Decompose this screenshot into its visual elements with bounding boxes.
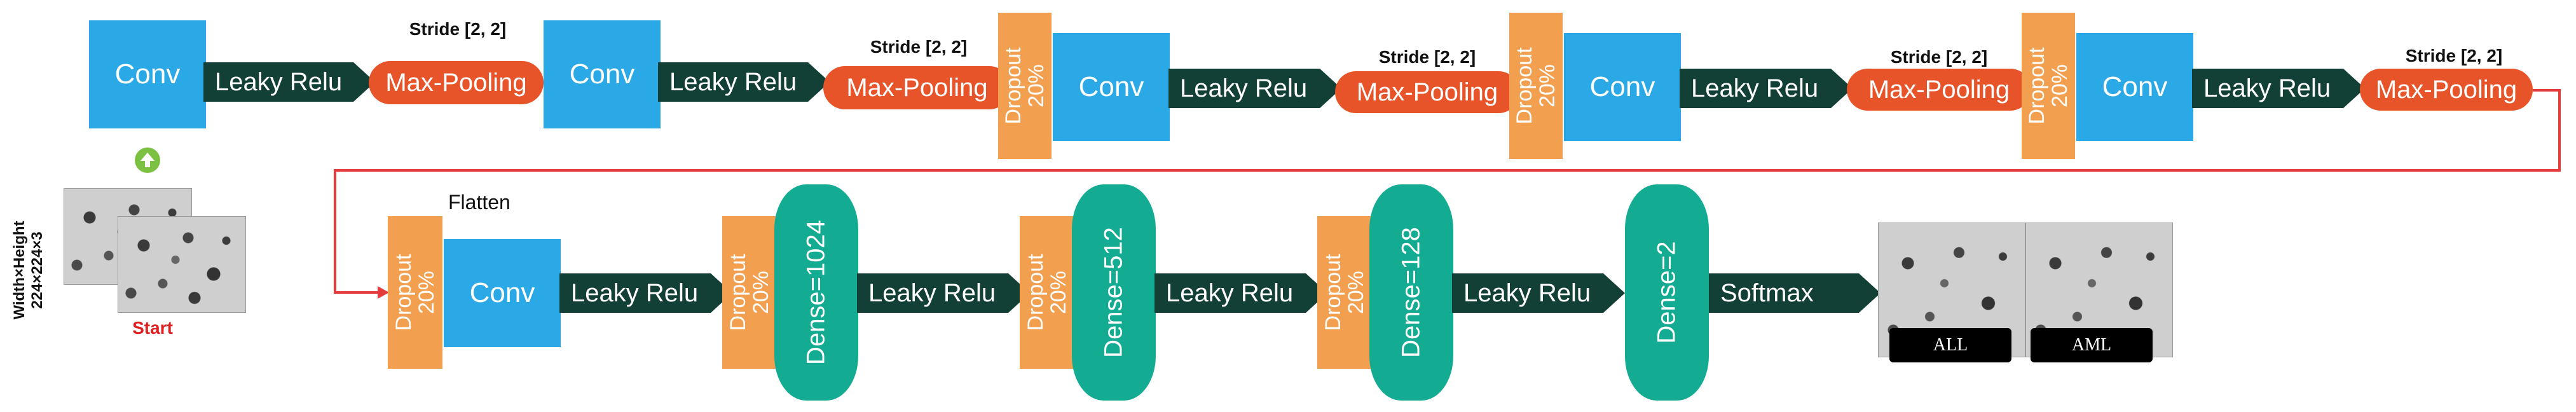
start-label: Start	[132, 318, 173, 338]
dropout-line1: Dropout	[2025, 47, 2049, 125]
dropout-line2: 20%	[1024, 64, 1048, 108]
max-pooling-4: Max-Pooling	[1847, 69, 2031, 111]
connector-arrowhead	[378, 286, 389, 299]
conv-label: Conv	[569, 58, 635, 90]
conv-label: Conv	[2102, 71, 2168, 102]
input-dimension-label: Width×Height 224×224×3	[0, 191, 57, 350]
max-pooling-label: Max-Pooling	[1356, 78, 1498, 106]
input-dim-line1: Width×Height	[11, 221, 28, 320]
dropout-line1: Dropout	[1512, 47, 1537, 125]
dropout-line2: 20%	[1046, 270, 1071, 315]
dropout-line2: 20%	[1535, 64, 1559, 108]
dense-layer-1024: Dense=1024	[774, 184, 858, 401]
dropout-line1: Dropout	[1321, 254, 1345, 331]
max-pooling-label: Max-Pooling	[2375, 75, 2518, 104]
dense-layer-128: Dense=128	[1369, 184, 1453, 401]
leaky-relu-label: Leaky Relu	[1166, 278, 1294, 307]
leaky-relu-label: Leaky Relu	[1463, 278, 1591, 307]
dropout-line2: 20%	[2048, 64, 2072, 108]
leaky-relu-label: Leaky Relu	[868, 278, 996, 307]
leaky-relu-arrow-4: Leaky Relu	[1680, 69, 1853, 108]
leaky-relu-label: Leaky Relu	[2203, 74, 2331, 102]
conv-block-3: Conv	[1053, 33, 1170, 141]
output-label-all: ALL	[1889, 328, 2011, 362]
conv-label: Conv	[469, 277, 535, 308]
softmax-arrow: Softmax	[1709, 273, 1881, 313]
softmax-label: Softmax	[1720, 278, 1814, 307]
output-label-aml: AML	[2031, 328, 2153, 362]
dropout-line2: 20%	[414, 270, 439, 315]
max-pooling-label: Max-Pooling	[846, 73, 988, 102]
max-pooling-5: Max-Pooling	[2360, 69, 2533, 111]
conv-block-6: Conv	[444, 239, 561, 347]
leaky-relu-arrow-6: Leaky Relu	[559, 273, 732, 313]
dense-layer-512: Dense=512	[1072, 184, 1156, 401]
max-pooling-1: Max-Pooling	[369, 61, 544, 104]
leaky-relu-arrow-8: Leaky Relu	[1154, 273, 1327, 313]
connector-line-right	[2533, 89, 2561, 92]
dense-label: Dense=512	[1099, 227, 1128, 358]
stride-label-3: Stride [2, 2]	[1378, 47, 1476, 67]
stride-label-1: Stride [2, 2]	[409, 19, 507, 39]
input-image-2	[118, 216, 246, 313]
connector-line-down	[2558, 89, 2561, 172]
up-arrow-circle-icon	[135, 148, 160, 173]
dropout-line2: 20%	[749, 270, 773, 315]
conv-label: Conv	[1589, 71, 1655, 102]
max-pooling-2: Max-Pooling	[823, 66, 1011, 109]
stride-label-4: Stride [2, 2]	[1890, 47, 1988, 67]
max-pooling-label: Max-Pooling	[1868, 75, 2010, 104]
connector-line-across	[334, 169, 2561, 172]
max-pooling-label: Max-Pooling	[385, 68, 527, 97]
leaky-relu-arrow-2: Leaky Relu	[658, 62, 830, 102]
leaky-relu-arrow-5: Leaky Relu	[2192, 69, 2365, 108]
conv-label: Conv	[1078, 71, 1144, 102]
dropout-line1: Dropout	[392, 254, 416, 331]
conv-label: Conv	[114, 58, 181, 90]
flatten-label: Flatten	[448, 191, 510, 214]
conv-block-2: Conv	[544, 20, 661, 128]
leaky-relu-arrow-9: Leaky Relu	[1452, 273, 1625, 313]
conv-block-4: Conv	[1564, 33, 1681, 141]
leaky-relu-label: Leaky Relu	[1180, 74, 1308, 102]
dropout-line1: Dropout	[1001, 47, 1025, 125]
stride-label-5: Stride [2, 2]	[2405, 46, 2503, 65]
dense-layer-2: Dense=2	[1625, 184, 1709, 401]
connector-line-into-row2	[334, 291, 381, 294]
leaky-relu-label: Leaky Relu	[669, 67, 797, 96]
conv-block-5: Conv	[2076, 33, 2193, 141]
leaky-relu-arrow-7: Leaky Relu	[857, 273, 1030, 313]
max-pooling-3: Max-Pooling	[1335, 71, 1519, 113]
connector-line-left-down	[334, 169, 336, 292]
input-dim-line2: 224×224×3	[29, 231, 46, 309]
dropout-line2: 20%	[1344, 270, 1368, 315]
dropout-line1: Dropout	[726, 254, 750, 331]
leaky-relu-label: Leaky Relu	[215, 67, 343, 96]
dense-label: Dense=2	[1652, 241, 1681, 344]
leaky-relu-arrow-3: Leaky Relu	[1168, 69, 1341, 108]
stride-label-2: Stride [2, 2]	[870, 37, 968, 57]
leaky-relu-label: Leaky Relu	[1691, 74, 1819, 102]
conv-block-1: Conv	[89, 20, 206, 128]
dense-label: Dense=1024	[802, 220, 830, 365]
leaky-relu-arrow-1: Leaky Relu	[203, 62, 375, 102]
leaky-relu-label: Leaky Relu	[571, 278, 699, 307]
dropout-line1: Dropout	[1024, 254, 1048, 331]
dense-label: Dense=128	[1397, 227, 1425, 358]
